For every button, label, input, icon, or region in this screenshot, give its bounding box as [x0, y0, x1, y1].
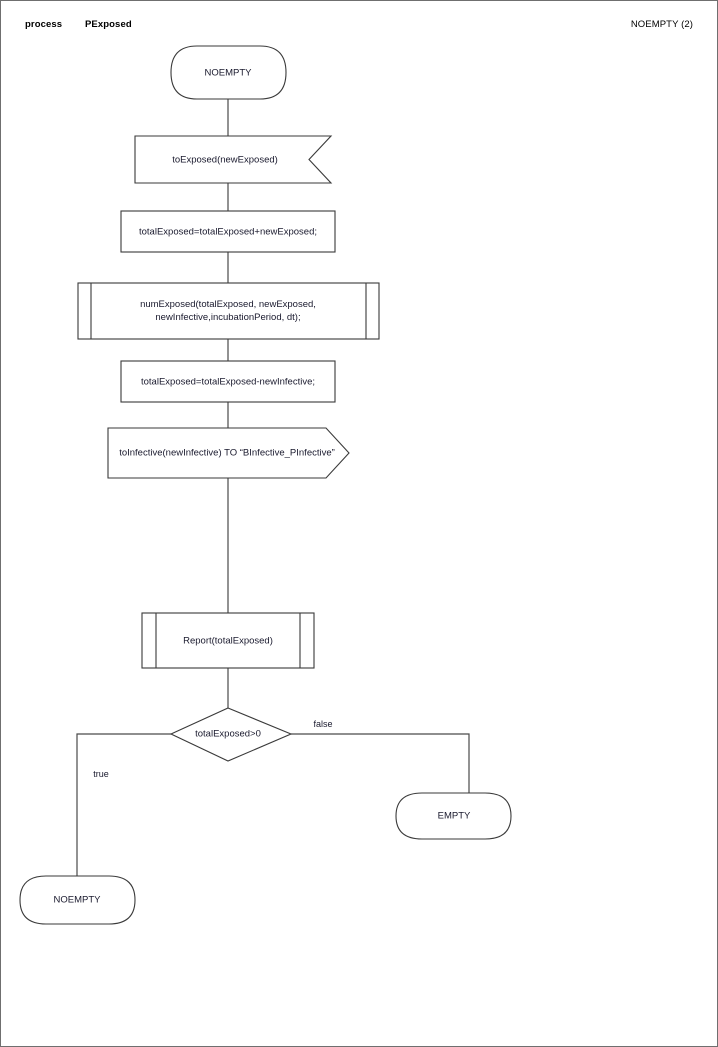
header-process-keyword: process — [25, 19, 63, 30]
connector-decision-false-to-empty — [291, 733, 470, 793]
node-decision-total-exposed[interactable] — [169, 707, 293, 762]
header-process-name: PExposed — [85, 19, 132, 30]
node-end-terminator-noempty[interactable] — [19, 875, 136, 925]
node-predefined-process-report[interactable] — [141, 612, 315, 669]
node-signal-receive[interactable] — [134, 135, 333, 184]
node-predefined-process-numexposed[interactable] — [77, 282, 380, 340]
header-page-reference: NOEMPTY (2) — [630, 19, 693, 30]
node-assign-total-exposed-add[interactable] — [120, 210, 336, 253]
edge-label-true: true — [93, 769, 109, 779]
node-signal-send[interactable] — [107, 427, 350, 479]
node-start-terminator[interactable] — [170, 45, 287, 100]
connector-decision-true-to-noempty — [76, 733, 171, 876]
edge-label-false: false — [313, 719, 333, 729]
node-end-terminator-empty[interactable] — [395, 792, 512, 840]
node-assign-total-exposed-sub[interactable] — [120, 360, 336, 403]
